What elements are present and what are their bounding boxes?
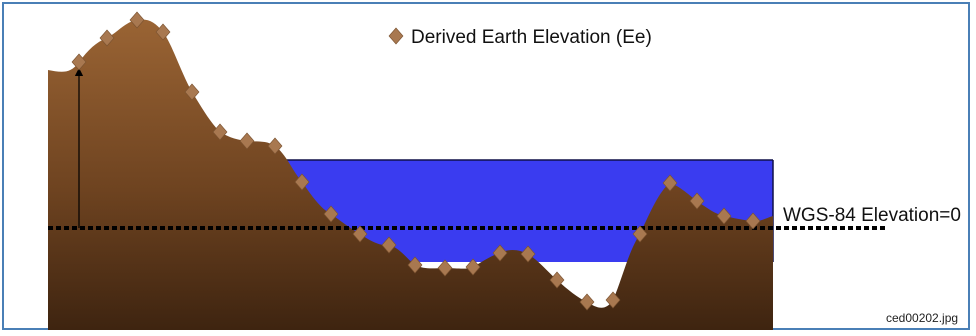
elevation-marker	[579, 293, 595, 311]
elevation-markers	[71, 11, 761, 311]
elevation-marker	[212, 123, 228, 141]
elevation-marker	[381, 236, 397, 254]
elevation-marker	[662, 174, 678, 192]
elevation-marker	[465, 258, 481, 276]
image-filename: ced00202.jpg	[886, 311, 958, 325]
elevation-marker	[267, 137, 283, 155]
legend: Derived Earth Elevation (Ee)	[388, 27, 652, 48]
legend-label: Derived Earth Elevation (Ee)	[411, 27, 652, 48]
elevation-marker	[323, 205, 339, 223]
elevation-marker	[520, 245, 536, 263]
legend-marker-icon	[388, 27, 404, 45]
elevation-marker	[71, 53, 87, 71]
elevation-marker	[632, 225, 648, 243]
elevation-marker	[352, 225, 368, 243]
elevation-marker	[184, 83, 200, 101]
elevation-marker	[716, 207, 732, 225]
elevation-marker	[745, 212, 761, 230]
elevation-marker	[407, 256, 423, 274]
elevation-marker	[99, 29, 115, 47]
elevation-marker	[239, 132, 255, 150]
wgs84-reference-label: WGS-84 Elevation=0	[783, 205, 961, 226]
elevation-marker	[549, 271, 565, 289]
elevation-marker	[492, 244, 508, 262]
elevation-marker	[605, 291, 621, 309]
elevation-marker	[129, 11, 145, 29]
elevation-marker	[155, 23, 171, 41]
elevation-marker	[294, 173, 310, 191]
elevation-marker	[437, 259, 453, 277]
elevation-marker	[689, 192, 705, 210]
terrain-profile	[48, 19, 773, 330]
